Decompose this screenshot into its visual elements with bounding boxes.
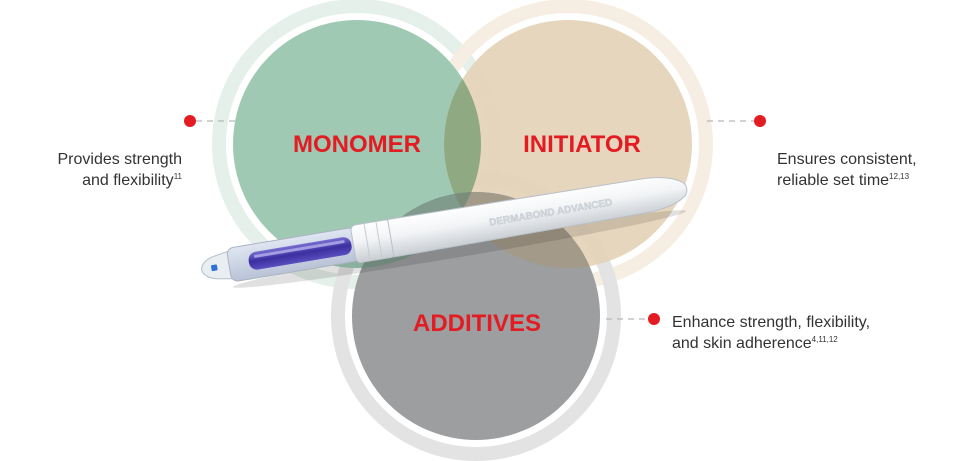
additives-callout-line2: and skin adherence	[672, 335, 812, 352]
additives-callout: Enhance strength, flexibility, and skin …	[672, 312, 870, 354]
initiator-callout-line2: reliable set time	[777, 172, 890, 189]
initiator-callout-refs: 12,13	[889, 172, 910, 181]
initiator-callout-line2-wrap: reliable set time12,13	[777, 170, 917, 191]
initiator-label: INITIATOR	[523, 131, 641, 158]
monomer-callout: Provides strength and flexibility11	[57, 149, 182, 191]
additives-callout-line2-wrap: and skin adherence4,11,12	[672, 333, 870, 354]
initiator-additives-overlap	[444, 192, 600, 268]
monomer-additives-overlap	[352, 192, 481, 268]
additives-callout-refs: 4,11,12	[811, 335, 838, 344]
pen-applicator-image: DERMABOND ADVANCED	[200, 177, 688, 288]
monomer-callout-refs: 11	[173, 172, 182, 181]
additives-callout-line1: Enhance strength, flexibility,	[672, 314, 871, 331]
initiator-callout-line1: Ensures consistent,	[777, 151, 917, 168]
initiator-callout-dot	[754, 115, 766, 127]
initiator-callout: Ensures consistent, reliable set time12,…	[777, 149, 917, 191]
monomer-callout-line2: and flexibility	[82, 172, 174, 189]
additives-callout-dot	[648, 313, 660, 325]
monomer-callout-line2-wrap: and flexibility11	[57, 170, 182, 191]
monomer-callout-line1: Provides strength	[57, 151, 182, 168]
additives-label: ADDITIVES	[413, 310, 541, 337]
monomer-label: MONOMER	[293, 131, 421, 158]
monomer-callout-dot	[184, 115, 196, 127]
